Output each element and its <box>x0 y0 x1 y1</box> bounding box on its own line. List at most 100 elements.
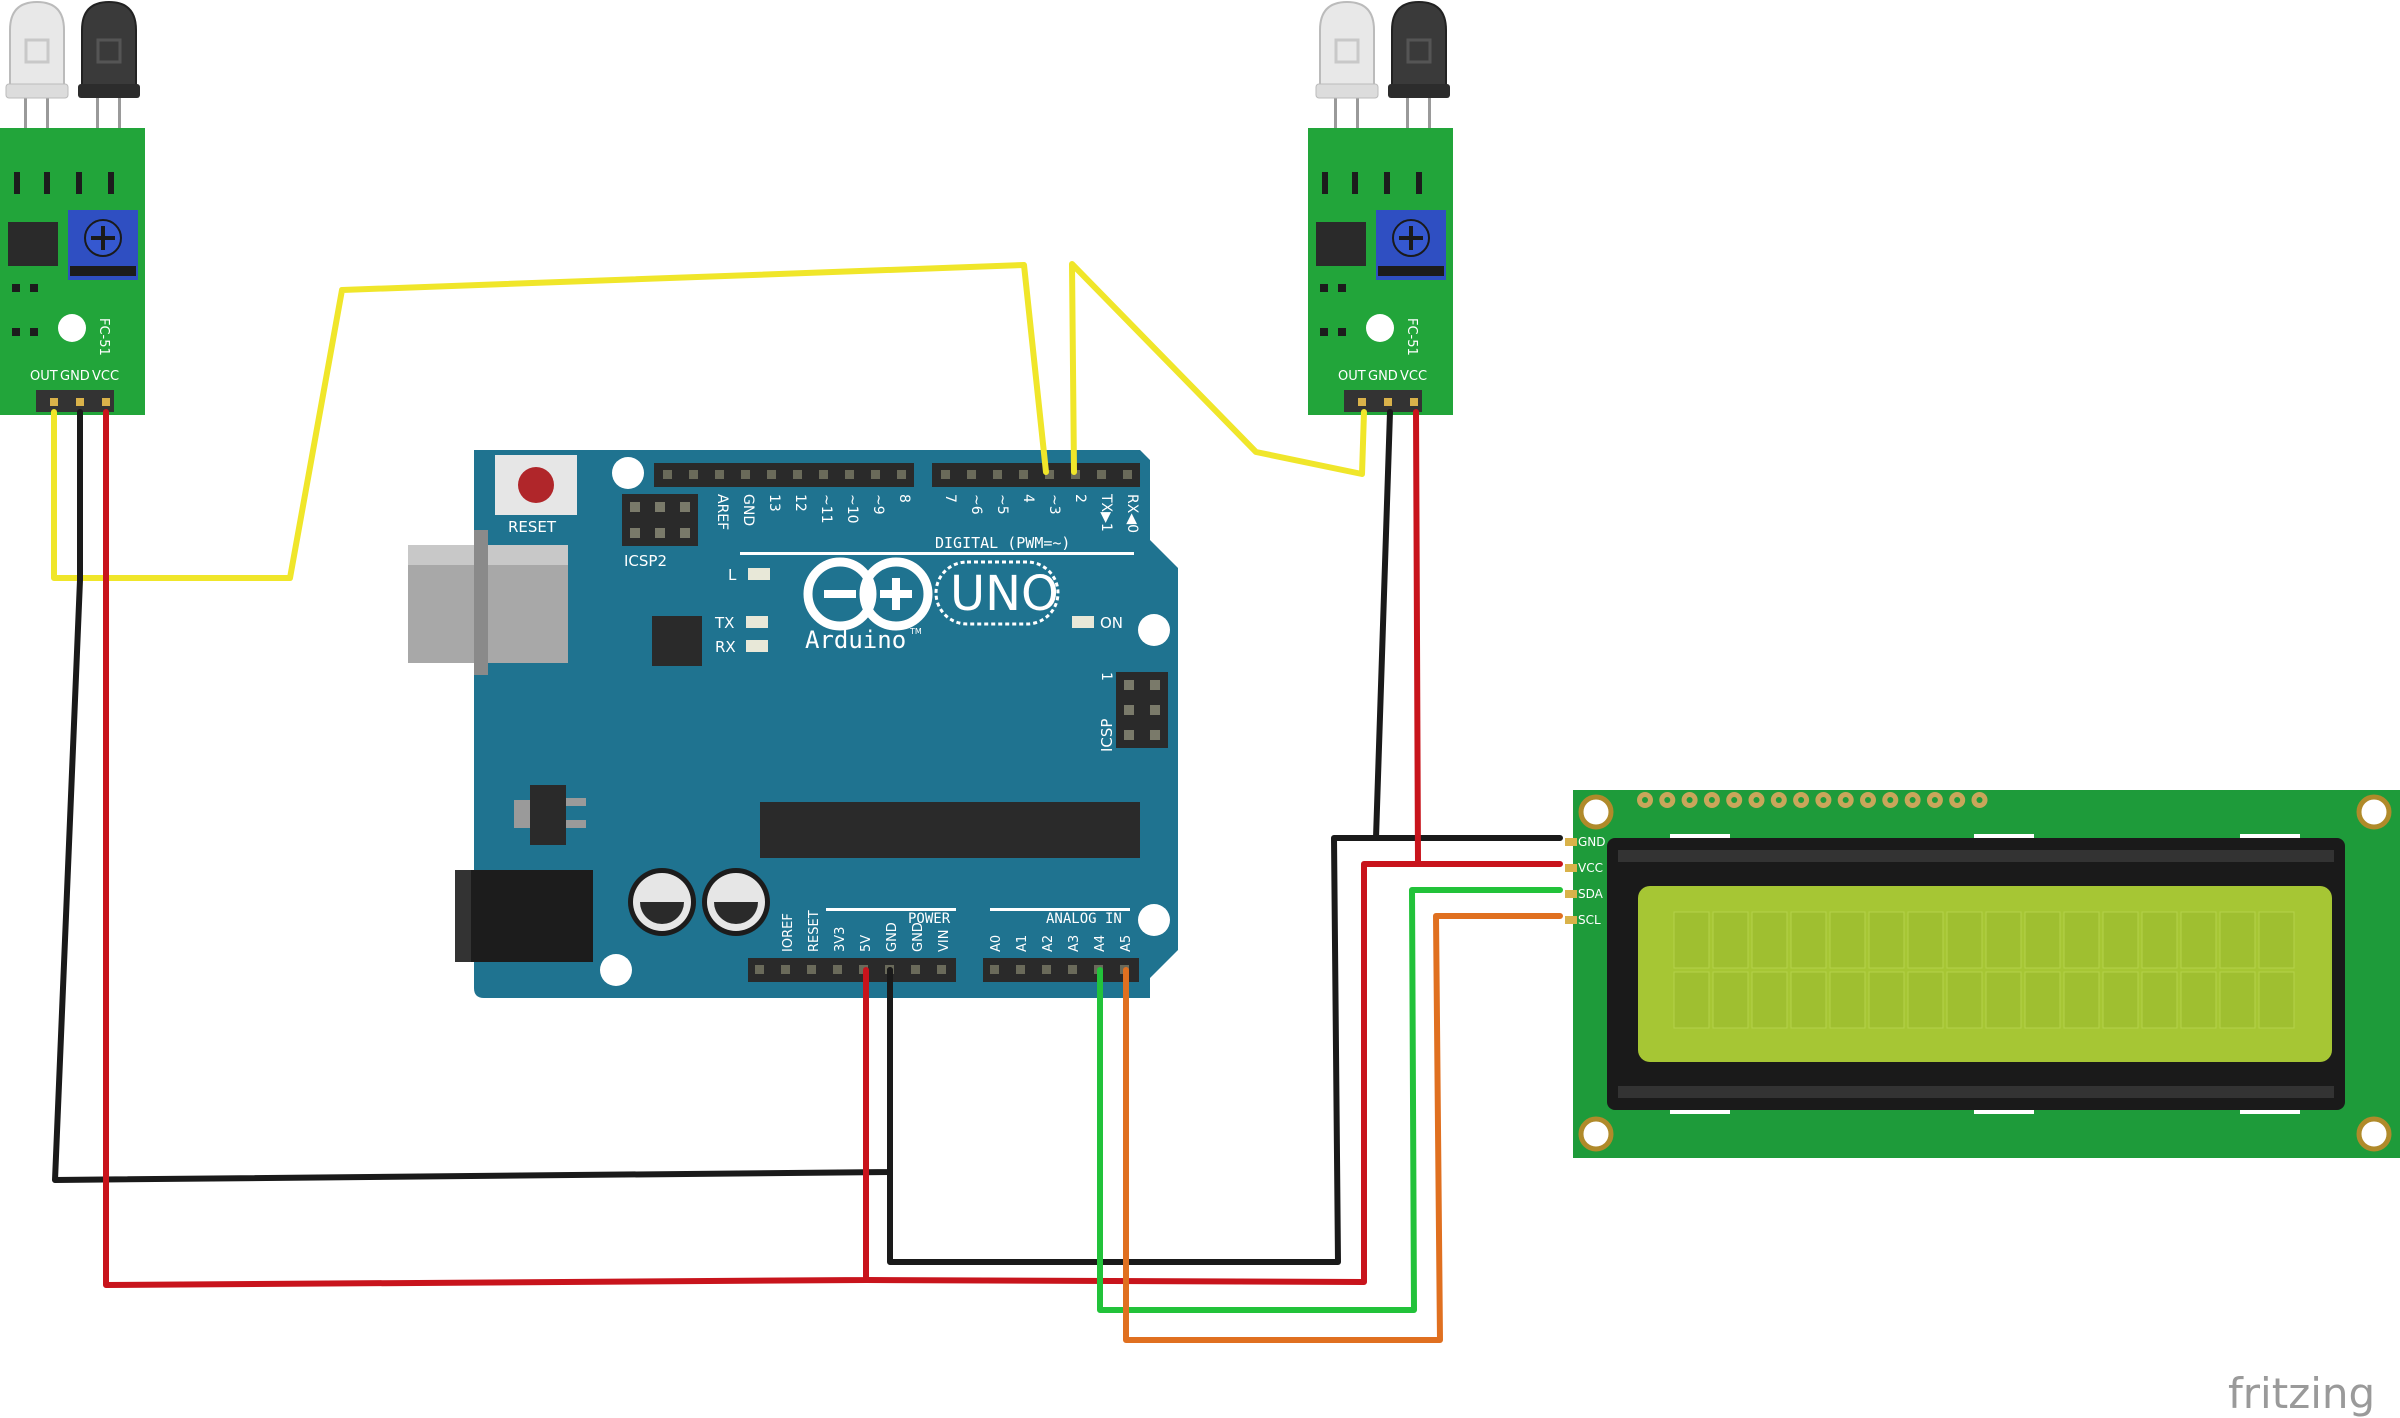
brand-label: Arduino <box>805 626 906 654</box>
sensor-pin-gnd-label: GND <box>60 369 90 384</box>
header-pin <box>781 965 790 974</box>
lcd-pin-label: SDA <box>1578 887 1604 901</box>
lcd-char-cell <box>2180 971 2217 1029</box>
header-pin <box>767 470 776 479</box>
arduino-logo-icon <box>803 557 933 631</box>
header-pin <box>937 965 946 974</box>
header-pin <box>845 470 854 479</box>
digital-pin-label: 8 <box>896 494 912 503</box>
led-rx-label: RX <box>715 638 736 656</box>
power-pin-label: GND <box>911 922 926 952</box>
lcd-char-cell <box>1946 911 1983 969</box>
lcd-char-cell <box>1985 971 2022 1029</box>
power-section-label: POWER <box>908 911 951 927</box>
header-pin <box>741 470 750 479</box>
lcd-char-cell <box>1907 911 1944 969</box>
lcd-char-cell <box>1673 971 1710 1029</box>
digital-pin-label: AREF <box>714 494 730 530</box>
digital-pin-label: 2 <box>1072 494 1088 503</box>
header-pin <box>897 470 906 479</box>
fritzing-watermark: fritzing <box>2228 1369 2375 1418</box>
header-pin <box>1042 965 1051 974</box>
header-pin <box>871 470 880 479</box>
ir-receiver-led <box>1388 0 1450 140</box>
power-pin-label: RESET <box>807 910 822 952</box>
ir-sensor-2: FC-51 OUT GND VCC <box>1308 0 1453 415</box>
ir-emitter-led <box>1315 0 1379 140</box>
dc-power-jack <box>455 870 593 962</box>
ir-sensor-1: FC-51 OUT GND VCC <box>0 0 145 415</box>
wire-sda <box>1097 887 1563 1313</box>
reset-label: RESET <box>508 518 557 536</box>
wire-ground-lcd <box>887 835 1563 1265</box>
header-pin <box>1068 965 1077 974</box>
lcd-char-cell <box>1790 911 1827 969</box>
power-pin-label: GND <box>885 922 900 952</box>
lcd-char-cell <box>1712 911 1749 969</box>
header-pin <box>793 470 802 479</box>
header-pin <box>993 470 1002 479</box>
header-pin <box>1019 470 1028 479</box>
capacitor <box>628 868 696 936</box>
led-rx <box>746 640 768 652</box>
analog-pin-label: A3 <box>1067 935 1082 952</box>
wire-scl <box>1123 913 1563 1343</box>
header-pin <box>1045 470 1054 479</box>
digital-section-label: DIGITAL (PWM=~) <box>935 534 1070 552</box>
lcd-char-cell <box>1985 911 2022 969</box>
lcd-char-cell <box>2258 911 2295 969</box>
digital-pin-label: ~9 <box>870 494 886 515</box>
lcd-char-cell <box>1673 911 1710 969</box>
arduino-pcb <box>474 450 1178 998</box>
lcd-char-cell <box>2219 971 2256 1029</box>
lcd-char-cell <box>2063 911 2100 969</box>
lcd-char-cell <box>1751 971 1788 1029</box>
analog-pin-label: A0 <box>989 935 1004 952</box>
lcd-char-cell <box>2024 911 2061 969</box>
led-l <box>748 568 770 580</box>
lcd-char-cell <box>1868 971 1905 1029</box>
sensor-pin-out-label: OUT <box>1338 369 1366 384</box>
power-pin-label: 5V <box>859 935 874 952</box>
digital-pin-label: ~5 <box>994 494 1010 515</box>
lcd-char-cell <box>1829 971 1866 1029</box>
header-pin <box>755 965 764 974</box>
header-pin <box>1097 470 1106 479</box>
digital-pin-label: GND <box>740 494 756 526</box>
header-pin <box>967 470 976 479</box>
sensor-pin-out-label: OUT <box>30 369 58 384</box>
lcd-char-cell <box>1829 911 1866 969</box>
header-pin <box>663 470 672 479</box>
header-pin <box>819 470 828 479</box>
sensor-pin-vcc-label: VCC <box>1400 369 1427 384</box>
digital-pin-label: 12 <box>792 494 808 512</box>
sensor-module-label: FC-51 <box>1404 318 1419 356</box>
analog-pin-label: A1 <box>1015 935 1030 952</box>
digital-pin-label: 13 <box>766 494 782 512</box>
power-pin-label: IOREF <box>781 913 796 952</box>
analog-pin-label: A4 <box>1093 935 1108 952</box>
lcd-char-cell <box>2141 971 2178 1029</box>
comparator-chip <box>1316 222 1366 266</box>
header-pin <box>1016 965 1025 974</box>
header-pin <box>941 470 950 479</box>
header-pin <box>807 965 816 974</box>
uno-badge <box>934 560 1060 626</box>
digital-pin-label: ~3 <box>1046 494 1062 515</box>
led-tx-label: TX <box>714 614 734 632</box>
wire-power-lcd <box>863 861 1563 1285</box>
analog-pin-label: A2 <box>1041 935 1056 952</box>
icsp2-header <box>622 494 698 546</box>
led-tx <box>746 616 768 628</box>
lcd-char-cell <box>1907 971 1944 1029</box>
lcd-char-cell <box>2180 911 2217 969</box>
lcd-char-cell <box>2063 971 2100 1029</box>
digital-pin-label: 4 <box>1020 494 1036 503</box>
icsp-header <box>1116 672 1168 748</box>
sensor-pin-gnd-label: GND <box>1368 369 1398 384</box>
digital-header-right <box>932 463 1140 487</box>
led-on <box>1072 616 1094 628</box>
